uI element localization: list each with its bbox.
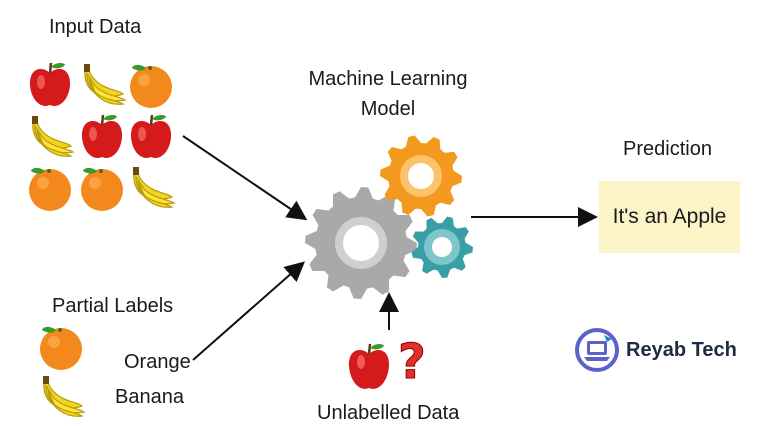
banana-icon: [79, 60, 127, 111]
apple-icon: [79, 112, 125, 167]
model-title-line1: Machine Learning: [308, 68, 468, 90]
question-mark-icon: ?: [398, 334, 427, 391]
partial-label-orange: Orange: [124, 351, 191, 373]
partial-label-banana: Banana: [115, 386, 184, 408]
gear-gray-icon: [305, 187, 417, 299]
unlabelled-apple-icon: [348, 343, 390, 389]
partial-orange-icon: [38, 322, 84, 377]
model-title: Machine Learning Model: [296, 64, 480, 124]
banana-icon: [27, 112, 75, 163]
orange-icon: [27, 163, 73, 218]
gear-teal-icon: [411, 216, 473, 278]
orange-icon: [79, 163, 125, 218]
input-data-title: Input Data: [49, 16, 142, 38]
unlabelled-data-title: Unlabelled Data: [317, 402, 460, 424]
model-title-line2: Model: [360, 98, 416, 120]
prediction-box: It's an Apple: [599, 181, 740, 253]
gear-orange-icon: [380, 135, 462, 217]
brand-name: Reyab Tech: [626, 338, 737, 361]
prediction-title: Prediction: [623, 138, 712, 160]
apple-icon: [27, 60, 73, 115]
reyab-tech-logo: [575, 328, 619, 372]
apple-icon: [128, 112, 174, 167]
orange-icon: [128, 60, 174, 115]
arrow-input-to-model: [182, 135, 308, 221]
brand: Reyab Tech: [574, 327, 737, 373]
partial-banana-icon: [38, 372, 86, 423]
banana-icon: [128, 163, 176, 214]
partial-labels-title: Partial Labels: [52, 295, 174, 317]
prediction-result: It's an Apple: [612, 205, 727, 228]
arrow-labels-to-model: [192, 261, 306, 361]
